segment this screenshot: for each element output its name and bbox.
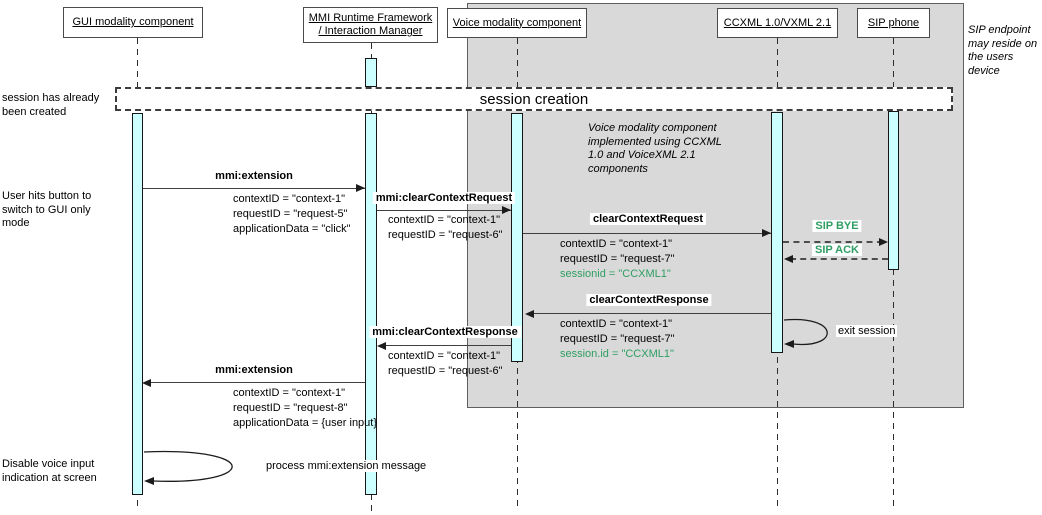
participant-sip-label: SIP phone (867, 16, 920, 29)
arrowhead-right-icon (356, 184, 365, 192)
activation-mmi (365, 113, 377, 495)
note-voice-implementation: Voice modality component implemented usi… (588, 122, 722, 175)
message-label-clear-context-request: clearContextRequest (589, 213, 707, 225)
arrowhead-left-icon (142, 379, 151, 387)
participant-gui-label: GUI modality component (72, 16, 194, 28)
participant-sip-phone: SIP phone (857, 8, 930, 38)
message-label-mmi-clear-context-request: mmi:clearContextRequest (372, 192, 516, 204)
message-line-mmi-extension-2 (146, 382, 365, 383)
message-params-clear-context-request: contextID = "context-1" requestID = "req… (560, 238, 675, 280)
participant-mmi-label-line2: / Interaction Manager (318, 25, 423, 37)
message-line-sip-ack (790, 258, 888, 260)
arrowhead-left-icon (377, 342, 386, 350)
message-params-mmi-extension-2: contextID = "context-1" requestID = "req… (233, 387, 378, 429)
voice-implementation-panel (467, 3, 964, 408)
message-params-mmi-clear-context-request: contextID = "context-1" requestID = "req… (388, 214, 503, 241)
message-line-clear-context-response (530, 313, 771, 314)
message-label-mmi-extension-1: mmi:extension (212, 170, 296, 182)
message-line-sip-bye (783, 241, 883, 243)
participant-mmi-label-line1: MMI Runtime Framework (308, 12, 433, 24)
lifeline-sip (893, 38, 894, 511)
message-label-exit-session: exit session (836, 325, 898, 337)
activation-voice (511, 113, 523, 362)
arrowhead-right-icon (502, 206, 511, 214)
participant-voice-label: Voice modality component (452, 16, 582, 29)
note-user-mode-switch: User hits button to switch to GUI only m… (2, 190, 92, 229)
note-session-created: session has already been created (2, 92, 100, 118)
message-line-mmi-clear-context-request (377, 210, 511, 211)
message-params-mmi-extension-1: contextID = "context-1" requestID = "req… (233, 193, 351, 235)
participant-ccxml-label: CCXML 1.0/VXML 2.1 (723, 16, 832, 29)
arrowhead-right-icon (762, 229, 771, 237)
activation-mmi-presession (365, 58, 377, 87)
message-label-sip-bye: SIP BYE (812, 220, 862, 232)
message-label-process-extension: process mmi:extension message (264, 460, 429, 472)
message-label-mmi-extension-2: mmi:extension (212, 364, 296, 376)
arrowhead-left-icon (525, 310, 534, 318)
session-creation-label: session creation (479, 90, 589, 108)
message-label-clear-context-response: clearContextResponse (586, 294, 712, 306)
note-disable-voice: Disable voice input indication at screen (2, 458, 97, 484)
participant-gui-modality: GUI modality component (63, 7, 203, 38)
message-params-mmi-clear-context-response: contextID = "context-1" requestID = "req… (388, 350, 503, 377)
activation-gui (132, 113, 143, 495)
message-line-mmi-clear-context-response (381, 345, 511, 346)
participant-ccxml-vxml: CCXML 1.0/VXML 2.1 (717, 8, 838, 38)
activation-ccxml (771, 112, 783, 353)
arrowhead-right-icon (879, 238, 888, 246)
note-sip-endpoint: SIP endpoint may reside on the users dev… (968, 24, 1038, 77)
message-line-mmi-extension-1 (143, 188, 365, 189)
message-params-clear-context-response: contextID = "context-1" requestID = "req… (560, 318, 675, 360)
message-label-sip-ack: SIP ACK (811, 244, 863, 256)
activation-sip (888, 111, 899, 270)
participant-mmi-runtime: MMI Runtime Framework / Interaction Mana… (303, 7, 438, 43)
arrowhead-left-icon (784, 255, 793, 263)
message-label-mmi-clear-context-response: mmi:clearContextResponse (369, 326, 521, 338)
participant-voice-modality: Voice modality component (447, 8, 587, 38)
session-creation-frame: session creation (115, 87, 953, 111)
message-line-clear-context-request (523, 233, 771, 234)
